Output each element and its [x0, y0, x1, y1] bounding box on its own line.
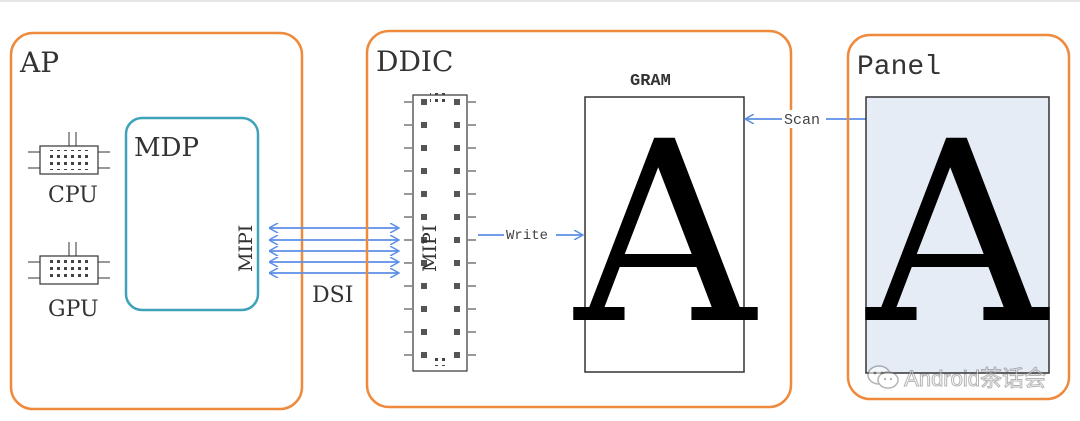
- ap-title: AP: [19, 46, 59, 79]
- dsi-link: [270, 228, 398, 273]
- dsi-label: DSI: [312, 283, 353, 308]
- cpu-label: CPU: [48, 183, 98, 208]
- ap-block: AP CPU GPU MDP MIPI: [9, 31, 304, 411]
- gpu-label: GPU: [48, 297, 99, 322]
- panel-title: Panel: [857, 52, 941, 83]
- scan-label: Scan: [784, 112, 820, 129]
- mdp-box: [124, 116, 260, 312]
- watermark-text: Android茶话会: [904, 366, 1047, 392]
- ddic-block-border: [365, 29, 793, 409]
- ddic-title: DDIC: [376, 45, 453, 78]
- panel-block-border: [846, 33, 1071, 401]
- cpu-chip-icon: [28, 132, 110, 175]
- watermark: Android茶话会: [866, 361, 1046, 393]
- ap-block-border: [9, 31, 304, 411]
- gpu-chip-icon: [28, 242, 110, 285]
- ddic-block: DDIC MIPI Write GRAM A: [365, 29, 793, 409]
- write-label-bg: [504, 226, 556, 242]
- panel-glyph: A: [865, 88, 1050, 379]
- scan-label-bg: [782, 110, 826, 128]
- mdp-title: MDP: [134, 133, 199, 163]
- ddic-chip-icon: [404, 93, 476, 372]
- ap-mipi-label: MIPI: [235, 225, 257, 272]
- gram-title: GRAM: [630, 72, 671, 91]
- panel-screen: [865, 96, 1050, 374]
- write-label: Write: [506, 228, 548, 244]
- gram-box: [584, 96, 745, 373]
- wechat-icon: [867, 365, 899, 389]
- ddic-mipi-label: MIPI: [419, 225, 441, 272]
- gram-glyph: A: [573, 88, 758, 379]
- panel-block: Panel A: [846, 33, 1071, 401]
